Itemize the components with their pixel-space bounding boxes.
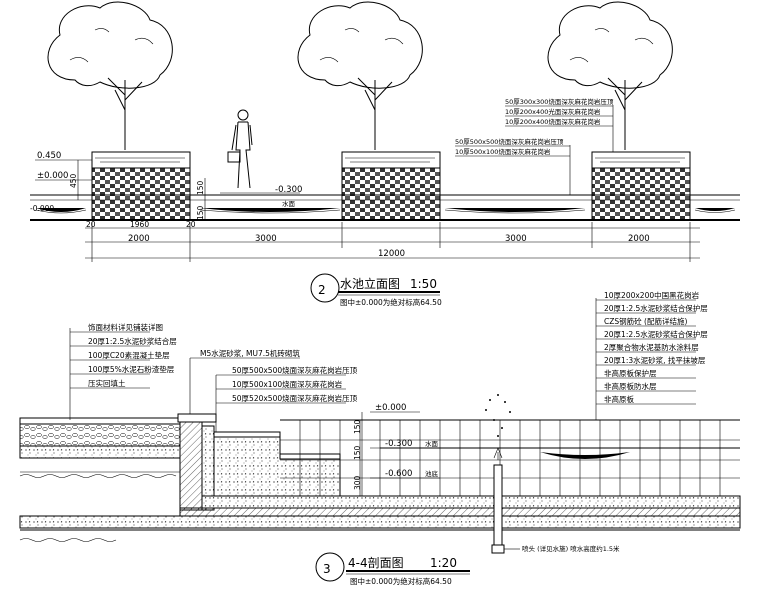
section-ground-left	[19, 417, 181, 478]
dim-3000-left: 3000	[255, 234, 277, 244]
left-leader-3: 100厚C20素混凝土垫层	[88, 350, 170, 360]
level-top-label: 0.450	[37, 151, 61, 161]
mid-leader-1: 50厚500x500烧面深灰麻花岗岩压顶	[232, 365, 358, 375]
vdim-150b: 150	[196, 205, 205, 220]
mid-leader-2: 10厚500x100烧面深灰麻花岗岩	[232, 379, 343, 389]
section-mid-leaders: M5水泥砂浆, MU7.5机砖砌筑 50厚500x500烧面深灰麻花岗岩压顶 1…	[189, 348, 358, 432]
section-level-water-label: 水面	[425, 439, 439, 448]
tree-icon	[47, 1, 173, 150]
mid-top-leader: M5水泥砂浆, MU7.5机砖砌筑	[200, 348, 300, 358]
section-marker: 3	[323, 562, 331, 576]
dim-20-right: 20	[186, 220, 196, 229]
dim-2000-left: 2000	[128, 234, 150, 244]
section-view: 喷头 (详见水施) 喷水高度约1.5米 ±0.000 -0.300 水面 -0.…	[19, 290, 741, 586]
level-zero-label: ±0.000	[37, 171, 68, 181]
leader-text-5: 10厚500x100烧面深灰麻花岗岩	[455, 147, 551, 156]
elevation-title-block: 2 水池立面图 1:50 图中±0.000为绝对标高64.50	[310, 273, 442, 307]
right-leader-1: 10厚200x200中国黑花岗岩	[604, 290, 700, 300]
elevation-title: 水池立面图	[340, 276, 400, 291]
section-scale: 1:20	[430, 556, 457, 570]
section-vdim-300: 300	[353, 475, 362, 490]
section-note: 图中±0.000为绝对标高64.50	[350, 576, 452, 586]
person-figure-icon	[227, 109, 253, 189]
tree-icon	[547, 1, 673, 150]
elevation-view: 0.450 ±0.000 -0.000 450 150 150 -0.300 水…	[30, 1, 740, 307]
section-level-water: -0.300	[385, 439, 412, 449]
elevation-leaders: 50厚300x300烧面深灰麻花岗岩压顶 10厚200x400光面深灰麻花岗岩 …	[455, 97, 614, 195]
section-brick-wall	[177, 413, 217, 511]
right-leader-3: CZS钢筋砼 (配筋详结施)	[604, 316, 687, 326]
leader-text-3: 10厚200x400烧面深灰麻花岗岩	[505, 117, 601, 126]
water-level-label: -0.300	[275, 185, 302, 195]
section-pool-tiles	[280, 419, 740, 496]
planter-middle	[341, 151, 441, 221]
right-leader-8: 非高原板防水层	[604, 381, 657, 391]
planter-right	[591, 151, 691, 221]
level-neg-label: -0.000	[30, 204, 54, 213]
leader-text-4: 50厚500x500烧面深灰麻花岗岩压顶	[455, 137, 564, 146]
elevation-marker: 2	[318, 283, 326, 297]
left-leader-4: 100厚5%水泥石粉渣垫层	[88, 364, 175, 374]
section-title-block: 3 4-4剖面图 1:20 图中±0.000为绝对标高64.50	[315, 552, 470, 586]
right-leader-7: 非高原板保护层	[604, 368, 657, 378]
pool-elevation-lines	[30, 194, 740, 221]
nozzle-icon: 喷头 (详见水施) 喷水高度约1.5米	[485, 394, 620, 554]
right-leader-9: 非高原板	[604, 394, 634, 404]
section-level-zero: ±0.000	[375, 403, 406, 413]
elevation-note: 图中±0.000为绝对标高64.50	[340, 297, 442, 307]
left-leader-1: 饰面材料详见铺装详图	[88, 322, 163, 332]
dim-3000-right: 3000	[505, 234, 527, 244]
right-leader-5: 2厚聚合物水泥基防水涂料层	[604, 342, 699, 352]
vdim-150a: 150	[196, 180, 205, 195]
section-levels: ±0.000 -0.300 水面 -0.600 池底 150 150 300	[353, 403, 440, 496]
section-left-leaders: 饰面材料详见铺装详图 20厚1:2.5水泥砂浆结合层 100厚C20素混凝土垫层…	[69, 322, 177, 420]
nozzle-note: 喷头 (详见水施) 喷水高度约1.5米	[522, 544, 620, 553]
planter-left	[91, 151, 191, 221]
section-vdim-150b: 150	[353, 445, 362, 460]
dim-1960: 1960	[130, 220, 149, 229]
left-leader-2: 20厚1:2.5水泥砂浆结合层	[88, 336, 177, 346]
right-leader-2: 20厚1:2.5水泥砂浆结合保护层	[604, 303, 708, 313]
right-leader-6: 20厚1:3水泥砂浆, 找平抹坡层	[604, 355, 706, 365]
leader-text-2: 10厚200x400光面深灰麻花岗岩	[505, 107, 601, 116]
section-vdim-150a: 150	[353, 419, 362, 434]
section-level-bottom-label: 池底	[425, 469, 439, 478]
section-title: 4-4剖面图	[348, 556, 404, 570]
water-surface-label: 水面	[282, 199, 296, 208]
vdim-450: 450	[69, 173, 78, 188]
mid-leader-3: 50厚520x500烧面深灰麻花岗岩压顶	[232, 393, 358, 403]
section-pool-base	[19, 495, 741, 542]
leader-text-1: 50厚300x300烧面深灰麻花岗岩压顶	[505, 97, 614, 106]
section-steps	[213, 431, 341, 497]
left-leader-5: 压实回填土	[88, 378, 126, 388]
dim-2000-right: 2000	[628, 234, 650, 244]
tree-icon	[297, 1, 423, 150]
section-level-bottom: -0.600	[385, 469, 412, 479]
dim-total-12000: 12000	[378, 249, 405, 259]
dim-20-left: 20	[86, 220, 96, 229]
level-markers-left: 0.450 ±0.000 -0.000 450 150 150 -0.300 水…	[30, 151, 302, 220]
elevation-scale: 1:50	[410, 277, 437, 291]
right-leader-4: 20厚1:2.5水泥砂浆结合保护层	[604, 329, 708, 339]
elevation-dimensions: 20 1960 20 2000 3000 3000 2000 12000	[85, 220, 700, 262]
section-right-leaders: 10厚200x200中国黑花岗岩 20厚1:2.5水泥砂浆结合保护层 CZS钢筋…	[595, 290, 708, 420]
